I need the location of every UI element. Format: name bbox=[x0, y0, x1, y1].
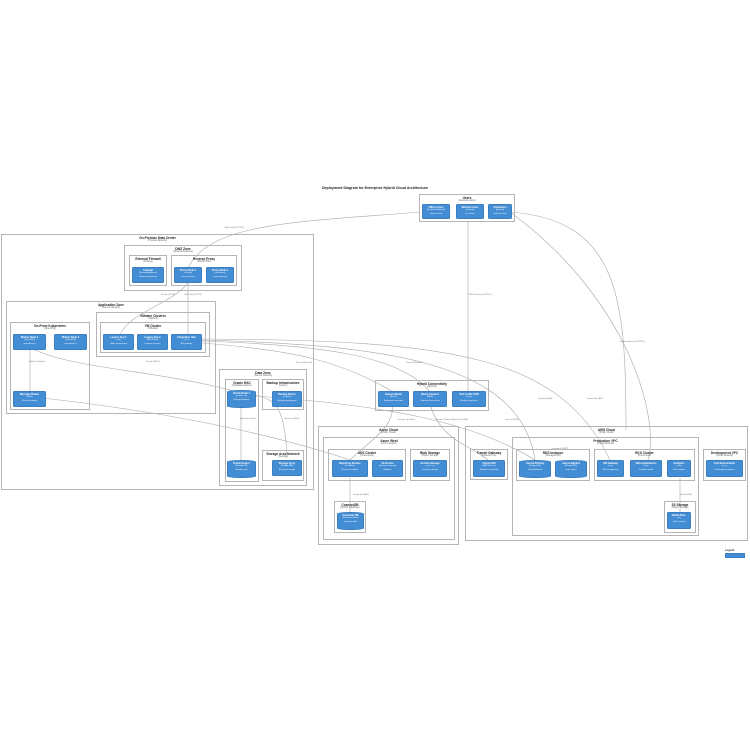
edge-label: Backs up [NFS] bbox=[284, 418, 300, 420]
node-oracle-node-1[interactable]: Oracle Node 1[Primary DB]Primary databas… bbox=[227, 390, 256, 408]
edge-label: VPN Connection [IPSec] bbox=[468, 294, 492, 296]
edge-label: Routes [Network] bbox=[296, 362, 312, 364]
legend: Legend bbox=[725, 549, 745, 558]
zone-cosmosdb: CosmosDB[NoSQL Database] bbox=[334, 501, 366, 533]
diagram-title: Deployment Diagram for Enterprise Hybrid… bbox=[321, 186, 429, 190]
node-worker-node-2[interactable]: Worker Node 2[OpenShift]Microservices bbox=[54, 334, 87, 350]
zone-backup-infrastructure: Backup Infrastructure[Veeam] bbox=[262, 379, 304, 410]
edge-label: Reads [JDBC] bbox=[146, 361, 160, 363]
zone-rds-instance: RDS Instance[Managed DB] bbox=[516, 449, 590, 481]
node-remote-users[interactable]: Remote Users[Internet]VPN users bbox=[456, 204, 484, 219]
node-ai-service[interactable]: AI Service[Machine Learning]Analytics bbox=[372, 460, 403, 477]
zone-dmz: DMZ Zone[Network Segment] bbox=[124, 245, 242, 291]
zone-on-premise-data-center: On-Premise Data Center[Physical Network] bbox=[1, 234, 314, 490]
zone-azure-west: Azure West[Azure Region] bbox=[323, 437, 455, 540]
node-media-files[interactable]: Media Files[S3]Static content bbox=[667, 512, 691, 529]
edge-label: Connects [Private] bbox=[434, 419, 452, 421]
node-integration-hub[interactable]: Integration Hub[VM]API gateway bbox=[171, 334, 202, 350]
edge-web-customers bbox=[509, 211, 651, 461]
node-proxy-node-2[interactable]: Proxy Node 2[Secondary]Load balancing bbox=[206, 267, 234, 283]
edge-integration-aurora bbox=[201, 339, 536, 461]
edge-label: Stores files [API] bbox=[587, 398, 603, 400]
edge-integration-expressroute bbox=[201, 342, 394, 393]
zone-vmware-clusters: VMware Clusters[vSphere] bbox=[96, 312, 210, 357]
zone-s3-storage: S3 Storage[Object Storage] bbox=[664, 501, 696, 533]
node-worker-node-1[interactable]: Worker Node 1[OpenShift]Microservices bbox=[13, 334, 46, 350]
node-legacy-app-1[interactable]: Legacy App 1[VM]Order management bbox=[103, 334, 134, 350]
node-analytics[interactable]: Analytics[Pod]Data analysis bbox=[667, 460, 691, 477]
node-aurora-primary[interactable]: Aurora Primary[PostgreSQL]Cloud database bbox=[519, 460, 551, 478]
zone-users: Users[External Actors] bbox=[419, 194, 515, 222]
zone-application: Application Zone[Secure Network] bbox=[6, 301, 216, 414]
edge-label: Routes [HTTP] bbox=[161, 294, 175, 296]
node-legacy-app-2[interactable]: Legacy App 2[VM Cluster]Financial servic… bbox=[137, 334, 168, 350]
zone-aws-cloud: AWS Cloud[Public Cloud] bbox=[465, 426, 748, 541]
edge-label: Stores [SDK] bbox=[679, 494, 693, 496]
node-customer-db[interactable]: Customer DB[Document Store]Customer data bbox=[337, 512, 364, 530]
edge-proxy-legacy bbox=[119, 282, 189, 336]
edge-label: Integrates [REST] bbox=[551, 448, 569, 450]
node-expressroute[interactable]: ExpressRoute[Azure]Dedicated connection bbox=[378, 391, 409, 407]
zone-production-vpc: Production VPC[Virtual Network] bbox=[512, 437, 699, 536]
zone-hybrid-connectivity: Hybrid Connectivity[Network] bbox=[375, 380, 489, 411]
zone-azure-cloud: Azure Cloud[Public Cloud] bbox=[318, 426, 459, 545]
node-api-gateway[interactable]: API Gateway[Pod]API management bbox=[597, 460, 624, 477]
zone-development-vpc: Development VPC[Virtual Network] bbox=[703, 449, 746, 481]
zone-aks-cluster: AKS Cluster[Kubernetes] bbox=[328, 449, 406, 481]
zone-blob-storage: Blob Storage[Object Storage] bbox=[410, 449, 450, 481]
legend-title: Legend bbox=[725, 549, 735, 552]
edge-label: Web Traffic [HTTPS] bbox=[224, 227, 244, 229]
edge-label: Publishes [Kafka] bbox=[28, 361, 46, 363]
node-test-environment[interactable]: Test Environment[VPC]Development systems bbox=[706, 460, 743, 477]
zone-oracle-rac: Oracle RAC[Database Cluster] bbox=[225, 379, 259, 482]
edge-label: Syncs [ODBC] bbox=[505, 419, 519, 421]
edge-label: API Calls [HTTPS] bbox=[184, 294, 202, 296]
edge-label: Connects [Private] bbox=[397, 419, 415, 421]
zone-vm-cluster: VM Cluster[VMware] bbox=[100, 322, 206, 353]
edge-label: Routes [Network] bbox=[406, 362, 422, 364]
zone-on-prem-kubernetes: On-Prem Kubernetes[OpenShift] bbox=[10, 322, 90, 410]
node-backup-server[interactable]: Backup Server[Physical]Backup management bbox=[272, 391, 302, 407]
node-aurora-replica[interactable]: Aurora Replica[PostgreSQL]Read replica bbox=[555, 460, 587, 478]
zone-transit-gateway: Transit Gateway[Network Hub] bbox=[470, 449, 508, 480]
node-firewall[interactable]: Firewall[Security Appliance]Perimeter pr… bbox=[132, 267, 164, 283]
edge-worker-oracle bbox=[34, 349, 242, 394]
node-direct-connect[interactable]: Direct Connect[AWS]Dedicated connection bbox=[413, 391, 447, 407]
zone-data: Data Zone[Secure Network] bbox=[219, 369, 307, 486]
edge-integration-directconnect bbox=[201, 340, 431, 393]
edge-label: Replicates [Sync] bbox=[239, 418, 257, 420]
edge-msg-reporting bbox=[41, 397, 351, 461]
node-office-users[interactable]: Office Users[Corporate Network]Internal … bbox=[422, 204, 450, 219]
node-message-broker[interactable]: Message Broker[Kafka]Event streaming bbox=[13, 391, 46, 407]
edge-label: Sends data [API] bbox=[353, 494, 369, 496]
edge-direct-transit bbox=[429, 403, 489, 461]
node-site-to-site-vpn[interactable]: Site-to-Site VPN[IPSec]Backup connection bbox=[452, 391, 486, 407]
node-proxy-node-1[interactable]: Proxy Node 1[Primary]Load balancing bbox=[174, 267, 202, 283]
edge-users-proxy bbox=[187, 211, 421, 269]
node-web-applications[interactable]: Web Applications[Pod]Customer portal bbox=[630, 460, 662, 477]
edge-label: Customer Access [HTTPS] bbox=[619, 341, 645, 343]
edge-users-aws bbox=[509, 211, 627, 431]
edge-integration-api bbox=[201, 338, 611, 461]
zone-storage-area-network: Storage Area Network[NetApp] bbox=[262, 450, 304, 481]
edge-label: Replicates [DMS] bbox=[451, 419, 469, 421]
node-reporting-service[interactable]: Reporting Service[Container]Business ana… bbox=[332, 460, 368, 477]
node-storage-array[interactable]: Storage Array[NetApp FAS]Enterprise stor… bbox=[272, 460, 302, 476]
zone-eks-cluster: EKS Cluster[Kubernetes] bbox=[594, 449, 695, 481]
legend-node-swatch bbox=[725, 553, 745, 558]
node-archive-storage[interactable]: Archive Storage[Cool Tier]Long-term stor… bbox=[413, 460, 447, 477]
node-customers[interactable]: Customers[Internet]External users bbox=[488, 204, 512, 219]
zone-reverse-proxy: Reverse Proxy[NGINX Plus] bbox=[171, 255, 237, 286]
node-transit-gw[interactable]: Transit GW[AWS Service]Network connectiv… bbox=[473, 460, 505, 477]
zone-external-firewall: External Firewall[Fortinet] bbox=[129, 255, 167, 286]
edge-label: Integrates [API] bbox=[537, 398, 553, 400]
node-oracle-node-2[interactable]: Oracle Node 2[Standby DB]Standby node bbox=[227, 460, 256, 478]
